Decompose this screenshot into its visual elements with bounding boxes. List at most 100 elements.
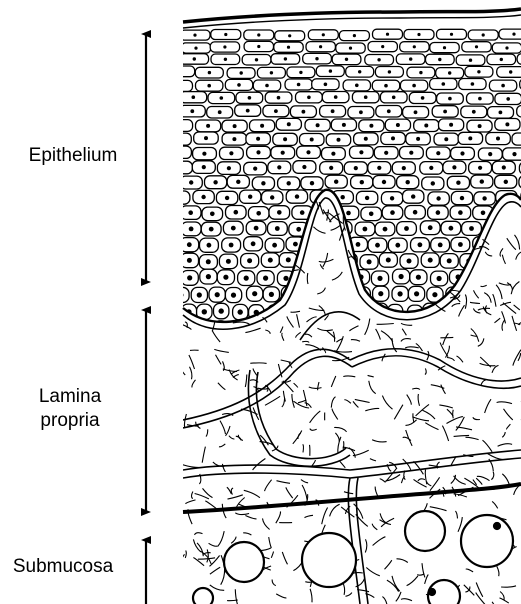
- cell-nucleus: [413, 210, 418, 215]
- collagen-fiber: [323, 253, 328, 267]
- epithelial-cell: [513, 239, 521, 253]
- cell-nucleus: [237, 83, 241, 87]
- collagen-fiber: [310, 429, 317, 431]
- submucosa-cells: [193, 511, 513, 604]
- cell-nucleus: [236, 180, 240, 184]
- cell-nucleus: [502, 165, 506, 169]
- epithelial-cell: [411, 321, 425, 337]
- collagen-fiber: [501, 586, 516, 587]
- collagen-fiber: [218, 531, 225, 546]
- cell-nucleus: [248, 96, 252, 100]
- collagen-fiber: [368, 375, 374, 377]
- collagen-fiber: [414, 461, 424, 474]
- cell-nucleus: [270, 71, 273, 74]
- cell-nucleus: [418, 242, 423, 247]
- cell-nucleus: [448, 71, 451, 74]
- cell-nucleus: [396, 123, 400, 127]
- collagen-fiber: [504, 409, 513, 420]
- epithelium-surface: [183, 9, 521, 22]
- epithelial-cell: [512, 133, 521, 145]
- collagen-fiber: [351, 340, 360, 342]
- cell-nucleus: [210, 212, 215, 217]
- cell-nucleus: [213, 180, 217, 184]
- cell-nucleus: [386, 33, 389, 36]
- cell-nucleus: [287, 46, 290, 49]
- collagen-fiber: [294, 383, 298, 387]
- collagen-fiber: [485, 252, 492, 256]
- collagen-fiber: [223, 369, 237, 372]
- cell-nucleus: [204, 136, 208, 140]
- cell-nucleus: [500, 58, 503, 61]
- collagen-fiber: [488, 454, 503, 460]
- collagen-fiber: [365, 319, 370, 335]
- collagen-fiber: [454, 435, 470, 436]
- collagen-fiber: [185, 322, 187, 328]
- cell-nucleus: [188, 210, 193, 215]
- cell-nucleus: [450, 33, 453, 36]
- cell-nucleus: [390, 210, 395, 215]
- collagen-fiber: [322, 508, 328, 525]
- collagen-fiber: [497, 402, 512, 404]
- cell-nucleus: [268, 258, 273, 263]
- cell-nucleus: [390, 196, 394, 200]
- cell-nucleus: [274, 109, 278, 113]
- collagen-fiber: [291, 311, 301, 312]
- collagen-fiber: [219, 444, 225, 447]
- cell-nucleus: [448, 97, 452, 101]
- collagen-fiber: [416, 404, 429, 416]
- cell-nucleus: [449, 123, 453, 127]
- collagen-fiber: [417, 222, 419, 234]
- cell-nucleus: [319, 45, 322, 48]
- collagen-fiber: [310, 589, 312, 603]
- cell-nucleus: [381, 45, 384, 48]
- cell-nucleus: [475, 45, 478, 48]
- epithelial-cell: [494, 321, 508, 337]
- collagen-fiber: [405, 347, 419, 348]
- cell-nucleus: [367, 259, 372, 264]
- collagen-fiber: [330, 504, 340, 516]
- cell-nucleus: [417, 33, 420, 36]
- cell-nucleus: [342, 123, 346, 127]
- cell-nucleus: [215, 292, 220, 297]
- cell-nucleus: [287, 122, 291, 126]
- collagen-fiber: [238, 435, 243, 441]
- collagen-fiber: [231, 488, 233, 495]
- cell-nucleus: [359, 110, 363, 114]
- cell-nucleus: [335, 243, 340, 248]
- collagen-fiber: [184, 414, 186, 428]
- cell-nucleus: [197, 292, 202, 297]
- epithelial-cell: [501, 287, 517, 302]
- cell-nucleus: [404, 226, 409, 231]
- collagen-fiber: [369, 381, 376, 394]
- cell-nucleus: [501, 84, 505, 88]
- collagen-fiber: [380, 479, 386, 483]
- collagen-fiber: [442, 426, 448, 441]
- collagen-fiber: [175, 554, 184, 569]
- collagen-fiber: [514, 305, 520, 310]
- cell-nucleus: [283, 137, 287, 141]
- cell-nucleus: [365, 196, 369, 200]
- collagen-fiber: [425, 368, 426, 374]
- cell-nucleus: [468, 136, 472, 140]
- cell-nucleus: [437, 276, 442, 281]
- collagen-fiber: [370, 459, 376, 461]
- collagen-fiber: [245, 375, 247, 388]
- cell-nucleus: [297, 83, 301, 87]
- cell-nucleus: [251, 241, 256, 246]
- cell-nucleus: [471, 82, 475, 86]
- collagen-fiber: [307, 273, 308, 284]
- cell-nucleus: [513, 226, 518, 231]
- collagen-fiber: [297, 314, 300, 327]
- cell-nucleus: [482, 33, 485, 36]
- collagen-fiber: [282, 552, 287, 564]
- cell-nucleus: [369, 212, 374, 217]
- cell-nucleus: [415, 326, 421, 332]
- collagen-fiber: [498, 444, 512, 446]
- collagen-fiber: [440, 343, 448, 357]
- cell-nucleus: [472, 110, 476, 114]
- cell-nucleus: [178, 292, 183, 297]
- cell-nucleus: [395, 243, 400, 248]
- cell-nucleus: [194, 47, 197, 50]
- cell-nucleus: [192, 95, 196, 99]
- cell-nucleus: [255, 58, 258, 61]
